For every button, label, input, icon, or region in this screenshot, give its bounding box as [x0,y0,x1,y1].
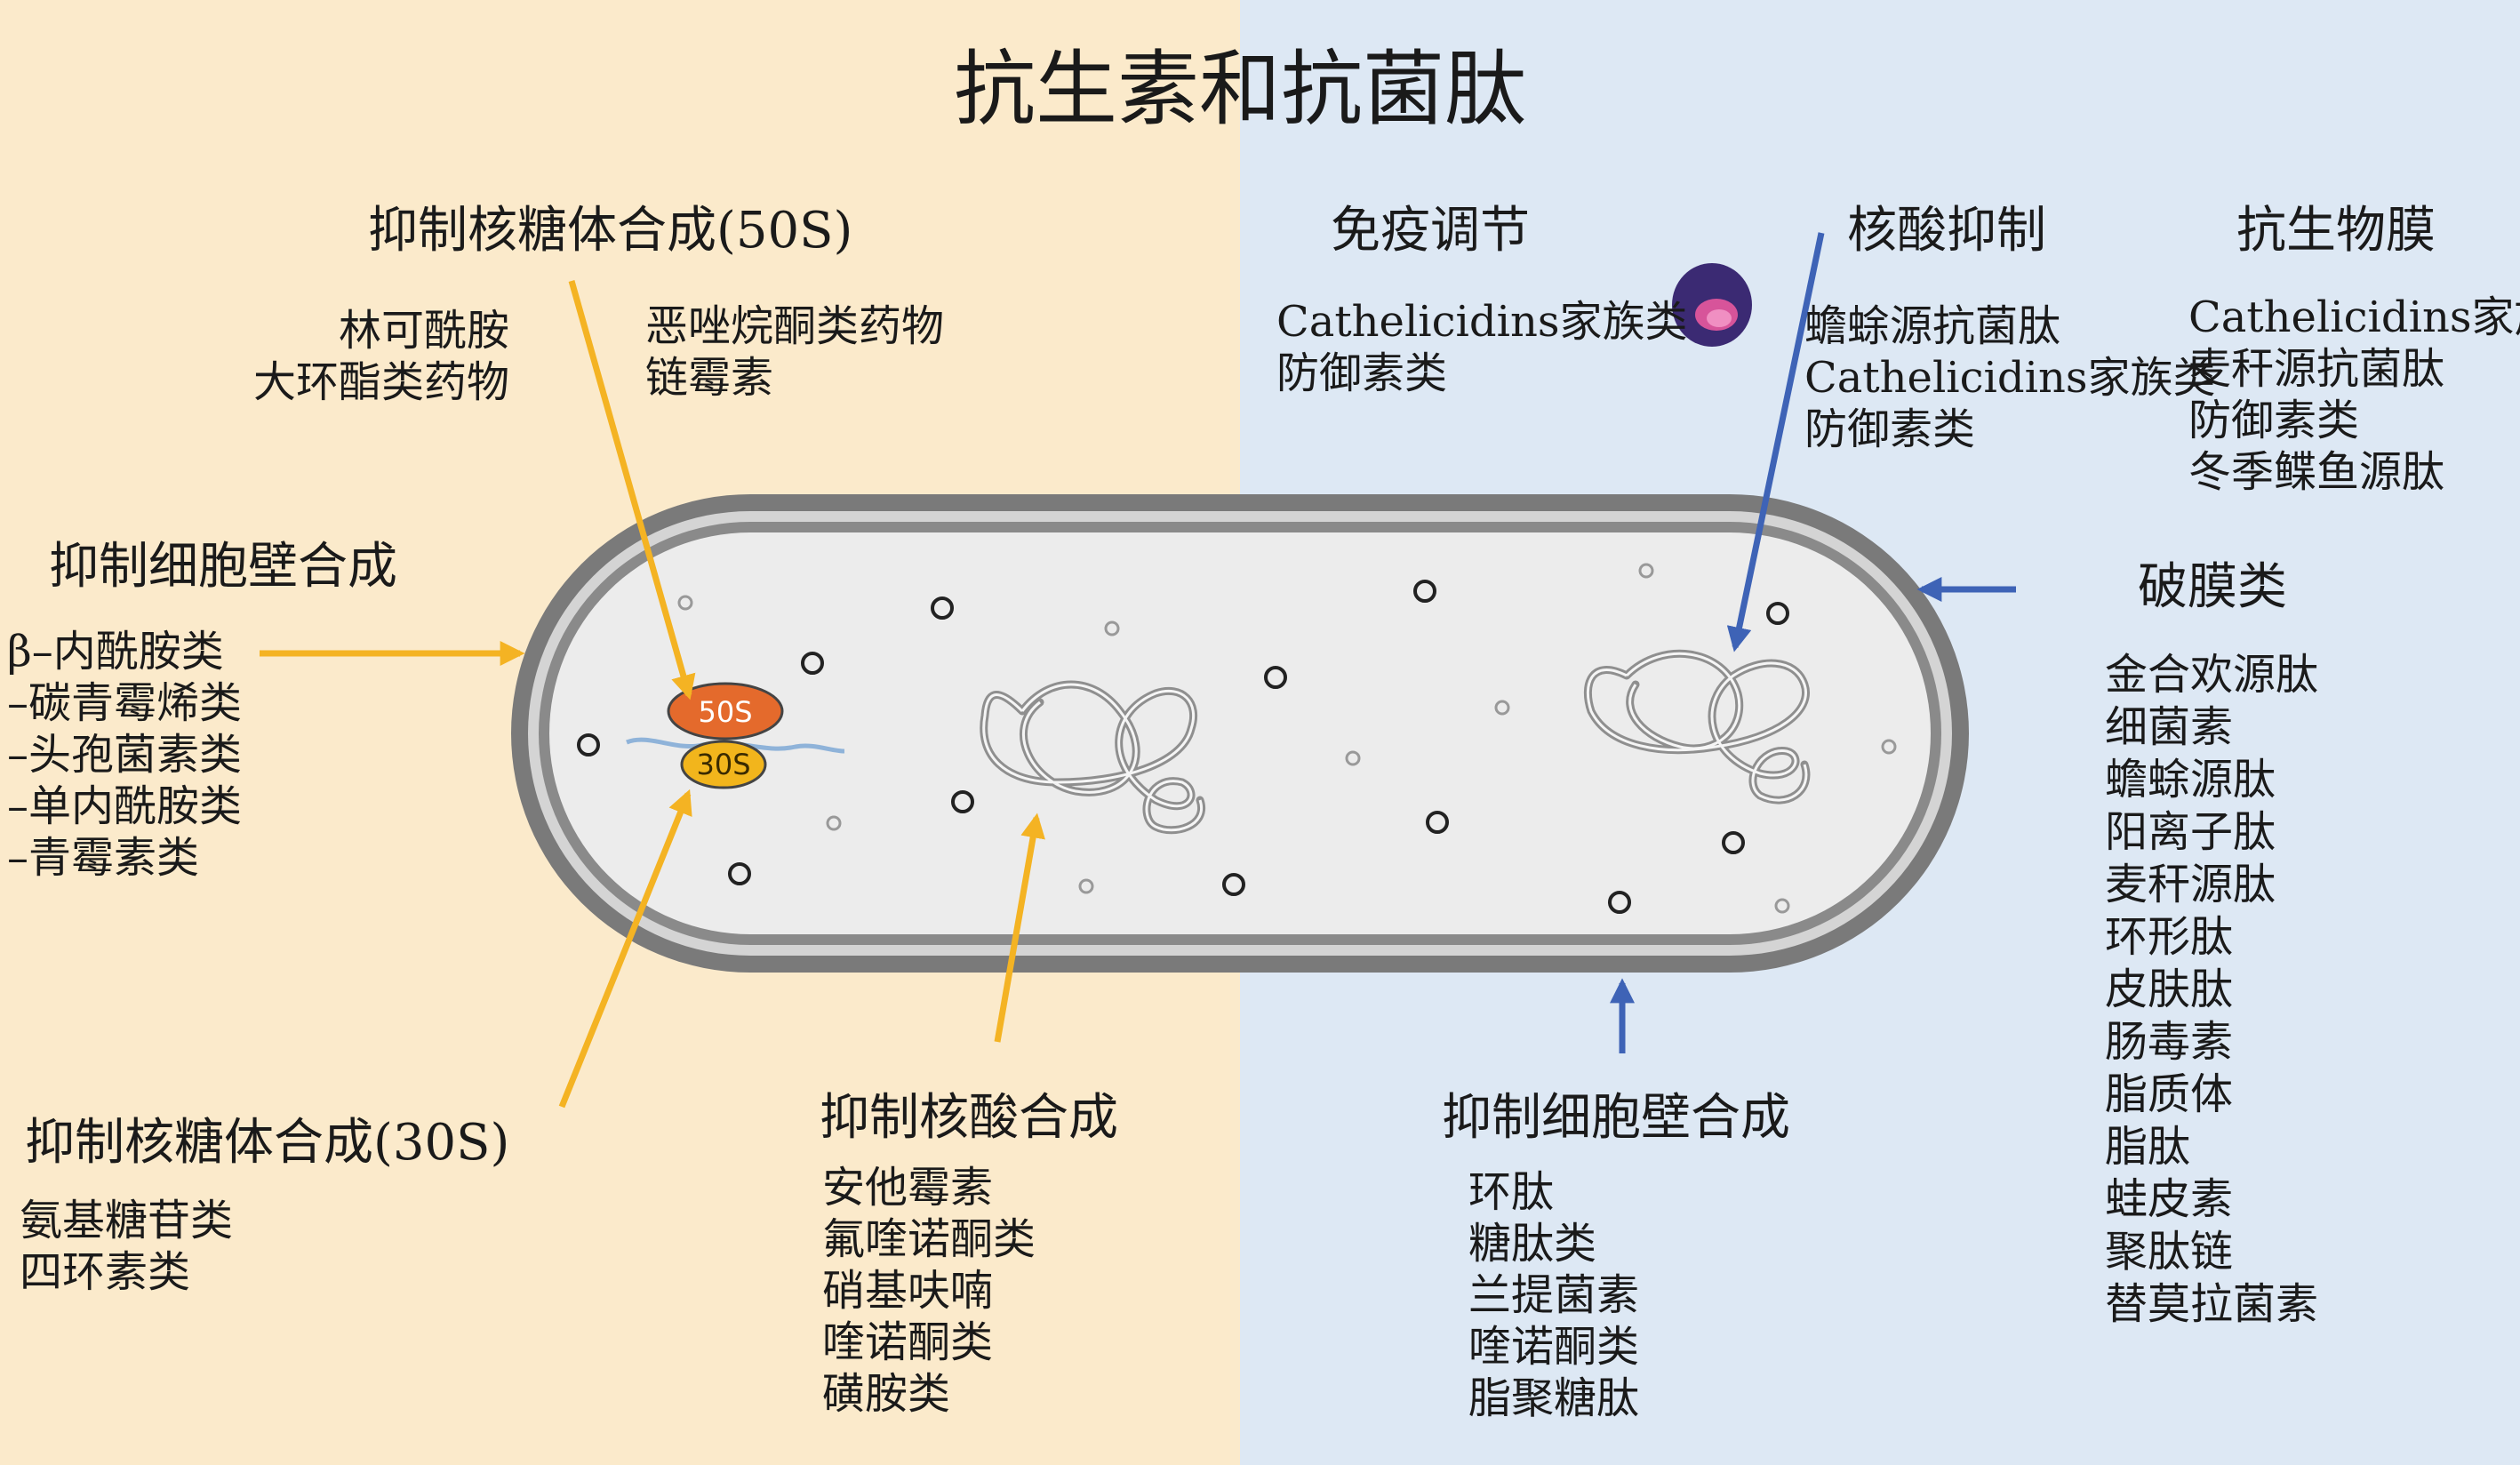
list-item: 兰提菌素 [1468,1270,1640,1320]
list-item: 冬季鲽鱼源肽 [2188,447,2445,497]
heading-membrane: 破膜类 [2138,558,2287,616]
immune-cell-core [1707,309,1732,327]
list-item: 金合欢源肽 [2105,650,2319,700]
dna-loop-right-inner [1586,652,1808,802]
list-50s-col2: 恶唑烷酮类药物 链霉素 [645,300,944,404]
list-item: –青霉素类 [7,833,200,883]
list-item: 环形肽 [2105,912,2234,962]
list-peptide-cell-wall: 环肽 糖肽类 兰提菌素 喹诺酮类 脂聚糖肽 [1468,1166,1639,1424]
list-item: 防御素类 [2188,396,2360,445]
ribosome-50s [667,682,784,741]
list-item: 四环素类 [20,1247,191,1297]
list-item: 阳离子肽 [2105,807,2276,857]
list-item: 恶唑烷酮类药物 [645,301,945,351]
list-item: 氟喹诺酮类 [822,1214,1036,1264]
list-item: 氨基糖苷类 [20,1196,234,1245]
list-item: 蟾蜍源抗菌肽 [1804,301,2061,351]
list-item: 糖肽类 [1468,1219,1597,1269]
ribosome-30s-label: 30S [696,748,750,781]
list-item: 麦秆源肽 [2105,860,2276,909]
list-item: –头孢菌素类 [7,730,243,780]
list-item: Cathelicidins家族类 [1276,297,1688,347]
list-item: 肠毒素 [2105,1017,2234,1067]
list-nucleic-inhibit: 蟾蜍源抗菌肽 Cathelicidins家族类 防御素类 [1804,300,2216,455]
heading-immune: 免疫调节 [1331,202,1530,260]
heading-ribosome-30s: 抑制核糖体合成(30S) [25,1114,510,1172]
list-item: 皮肤肽 [2105,965,2234,1014]
list-item: 蟾蜍源肽 [2105,755,2276,805]
list-item: 林可酰胺 [339,306,510,356]
heading-nucleic-inhibit: 核酸抑制 [1847,202,2046,260]
list-item: 环肽 [1468,1167,1555,1217]
list-item: 喹诺酮类 [822,1317,994,1367]
arrow-nucleic-inhibit [1726,232,1825,652]
list-item: 脂质体 [2105,1069,2234,1119]
list-item: 替莫拉菌素 [2105,1279,2319,1329]
list-item: 链霉素 [645,353,774,403]
heading-biofilm: 抗生物膜 [2236,202,2436,260]
list-item: 脂聚糖肽 [1468,1373,1640,1423]
list-item: 防御素类 [1804,404,1976,454]
list-item: 防御素类 [1276,348,1448,398]
list-item: –单内酰胺类 [7,781,243,831]
list-item: 聚肽链 [2105,1227,2234,1277]
page-title: 抗生素和抗菌肽 [954,42,1527,137]
list-immune: Cathelicidins家族类 防御素类 [1276,296,1688,399]
arrow-30s [558,789,692,1109]
list-item: 大环酯类药物 [253,357,510,407]
heading-nucleic-acid: 抑制核酸合成 [820,1089,1118,1147]
heading-peptide-cell-wall: 抑制细胞壁合成 [1442,1089,1790,1147]
list-item: 喹诺酮类 [1468,1322,1640,1372]
list-membrane: 金合欢源肽 细菌素 蟾蜍源肽 阳离子肽 麦秆源肽 环形肽 皮肤肽 肠毒素 脂质体… [2105,649,2318,1331]
list-item: β–内酰胺类 [7,627,224,676]
list-30s: 氨基糖苷类 四环素类 [20,1195,233,1298]
list-item: 麦秆源抗菌肽 [2188,344,2445,394]
list-cell-wall: β–内酰胺类 –碳青霉烯类 –头孢菌素类 –单内酰胺类 –青霉素类 [7,626,242,884]
cytoplasm-vesicles [677,563,1897,914]
list-item: Cathelicidins家族 [2188,292,2520,342]
list-item: 细菌素 [2105,702,2234,752]
list-item: Cathelicidins家族类 [1804,353,2216,403]
list-50s-col1: 林可酰胺 大环酯类药物 [253,305,509,408]
heading-cell-wall: 抑制细胞壁合成 [49,538,397,596]
dna-loop-left-inner [982,683,1204,832]
ribosome-50s-label: 50S [698,695,752,729]
list-biofilm: Cathelicidins家族 麦秆源抗菌肽 防御素类 冬季鲽鱼源肽 [2188,292,2520,498]
list-item: 蛙皮素 [2105,1174,2234,1224]
list-item: 磺胺类 [822,1369,951,1419]
list-nucleic-acid: 安他霉素 氟喹诺酮类 硝基呋喃 喹诺酮类 磺胺类 [822,1162,1036,1420]
arrow-50s [568,280,696,700]
list-item: 硝基呋喃 [822,1266,994,1316]
heading-ribosome-50s: 抑制核糖体合成(50S) [368,202,853,260]
list-item: –碳青霉烯类 [7,678,243,728]
list-item: 安他霉素 [822,1163,994,1213]
list-item: 脂肽 [2105,1122,2191,1172]
cytoplasm-granules [577,580,1789,914]
ribosome-30s [680,740,767,789]
cytoplasm [549,532,1931,934]
arrow-nucleic-acid [994,813,1045,1043]
